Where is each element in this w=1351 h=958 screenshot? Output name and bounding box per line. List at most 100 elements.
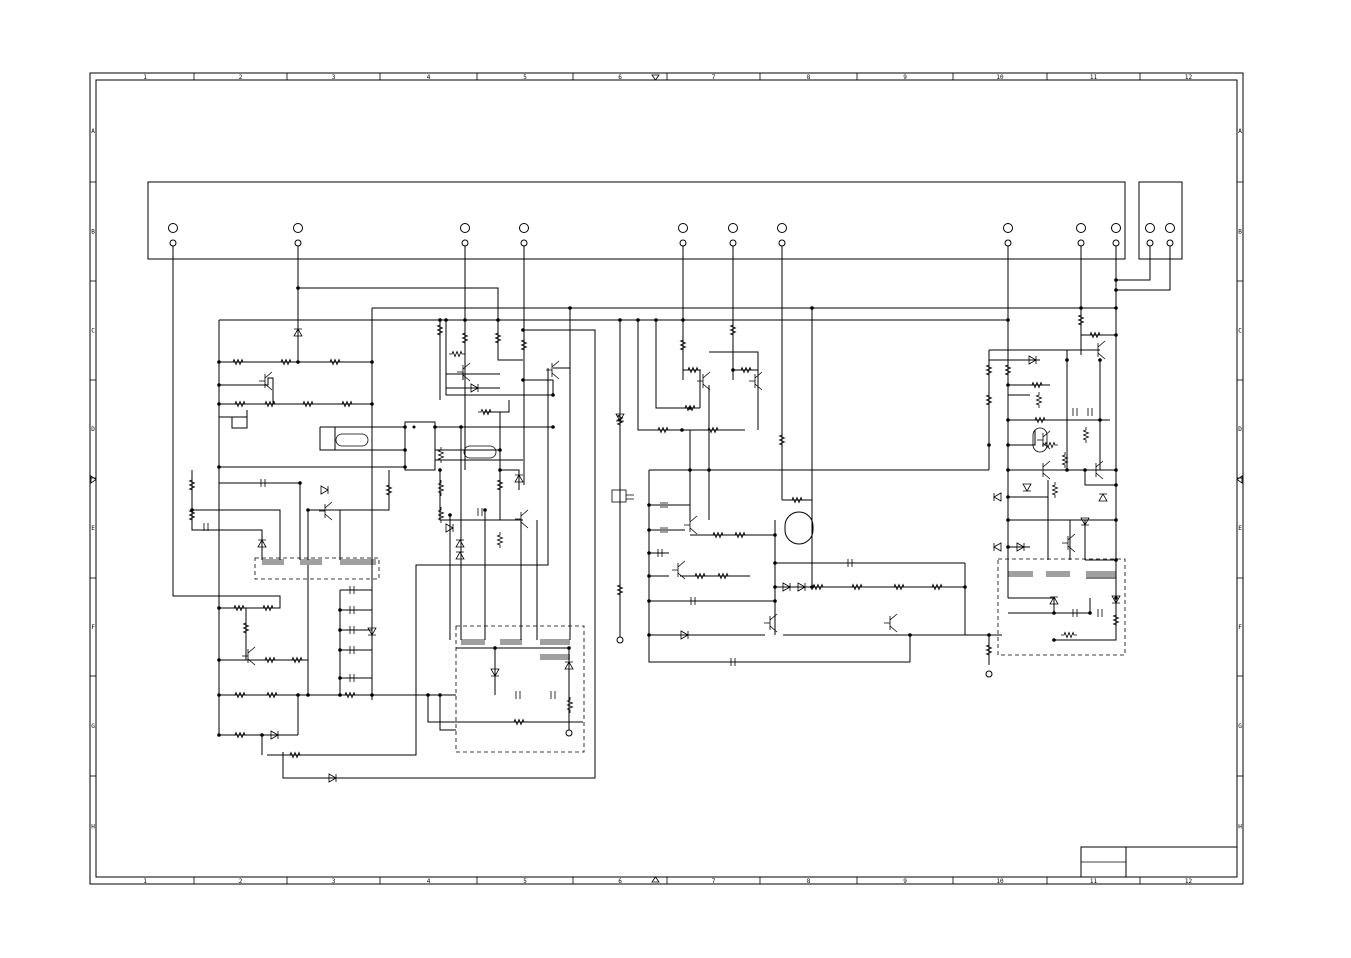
junction-dot (217, 360, 221, 364)
connector-terminal (1145, 223, 1155, 233)
diode (993, 492, 1002, 502)
resistor (1077, 312, 1085, 328)
column-label: 2 (239, 74, 243, 81)
diode (1098, 493, 1108, 502)
triangle-left-icon (1236, 475, 1243, 484)
connector-terminal (460, 223, 470, 233)
column-label: 4 (427, 74, 431, 81)
junction-dot (681, 318, 685, 322)
capacitor (690, 597, 696, 605)
resistor (1032, 416, 1048, 424)
row-label: F (91, 624, 95, 631)
transistor (1092, 340, 1106, 360)
resistor (655, 426, 671, 434)
wire (445, 320, 553, 396)
resistor (1087, 331, 1103, 339)
crystal (611, 489, 627, 503)
junction-dot (1114, 306, 1118, 310)
resistor (494, 330, 502, 346)
transistor (1037, 430, 1051, 450)
capacitor (349, 606, 355, 614)
junction-dot (296, 360, 300, 364)
capacitor (1097, 609, 1103, 617)
junction-dot (306, 693, 310, 697)
diode (615, 413, 625, 422)
wire (1008, 597, 1055, 613)
resistor (566, 697, 574, 713)
resistor (738, 366, 754, 374)
connector-terminal (777, 223, 787, 233)
row-label: D (1238, 426, 1242, 433)
junction-dot (217, 465, 221, 469)
connector-pin (461, 239, 469, 247)
column-label: 9 (903, 74, 907, 81)
wire (655, 320, 700, 409)
resistor (1004, 362, 1012, 378)
terminals (168, 223, 1175, 737)
ic-pin1-marker (412, 425, 416, 429)
junction-dot (1114, 483, 1118, 487)
resistor (478, 408, 494, 416)
junction-dot (217, 658, 221, 662)
resistor (616, 412, 624, 428)
resistor (929, 583, 945, 591)
wire (683, 369, 701, 408)
column-label: 6 (618, 878, 622, 885)
resistor (732, 531, 748, 539)
wire (500, 469, 520, 490)
junction-dot (370, 402, 374, 406)
capacitor (626, 494, 634, 500)
junction-dot (688, 406, 692, 410)
junction-dot (498, 448, 502, 452)
connector-terminal (1111, 223, 1121, 233)
resistor (449, 350, 465, 358)
junction-dot (707, 468, 711, 472)
junction-dot (567, 646, 571, 650)
triangle-up-icon (651, 876, 660, 883)
row-label: B (1238, 229, 1242, 236)
junction-dot (568, 306, 572, 310)
resistor (1042, 441, 1058, 449)
wire (282, 329, 596, 779)
junction-dot (296, 693, 300, 697)
resistor (789, 496, 805, 504)
junction-dot (1114, 596, 1118, 600)
row-label: D (91, 426, 95, 433)
junction-dot (810, 585, 814, 589)
resistor (437, 447, 445, 463)
junction-dot (1083, 468, 1087, 472)
wiring (172, 243, 1171, 779)
junction-dot (496, 318, 500, 322)
wire (231, 410, 248, 429)
junction-dot (370, 693, 374, 697)
row-label: C (91, 328, 95, 335)
wire (1084, 470, 1116, 486)
diode (680, 630, 689, 640)
resistor (1029, 381, 1045, 389)
junction-dot (338, 648, 342, 652)
transistor (884, 613, 898, 633)
connector-terminal (728, 223, 738, 233)
wire (308, 470, 390, 511)
resistor (437, 507, 445, 523)
connector-pin (1112, 239, 1120, 247)
column-label: 3 (332, 878, 336, 885)
column-label: 5 (523, 878, 527, 885)
connector-terminal (1076, 223, 1086, 233)
resistor (891, 583, 907, 591)
diode (797, 582, 806, 592)
junction-dot (1052, 611, 1056, 615)
transistor (546, 360, 560, 380)
junction-dot (217, 402, 221, 406)
diode (257, 539, 267, 548)
resistor (436, 322, 444, 338)
capacitor (1072, 609, 1078, 617)
junction-dot (773, 599, 777, 603)
junction-dot (426, 693, 430, 697)
junction-dot (551, 425, 555, 429)
row-label: C (1238, 328, 1242, 335)
resistor (231, 604, 247, 612)
junction-dot (773, 561, 777, 565)
